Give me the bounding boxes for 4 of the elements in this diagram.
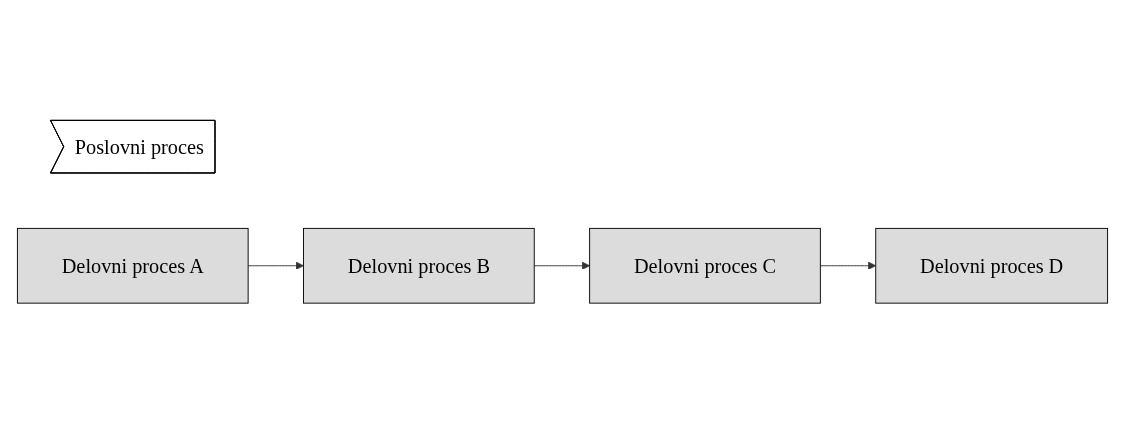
node-box: Delovni proces B <box>303 228 535 304</box>
node-box: Delovni proces D <box>875 228 1109 304</box>
node-box: Delovni proces A <box>16 228 249 304</box>
node-box: Delovni proces C <box>589 228 821 304</box>
